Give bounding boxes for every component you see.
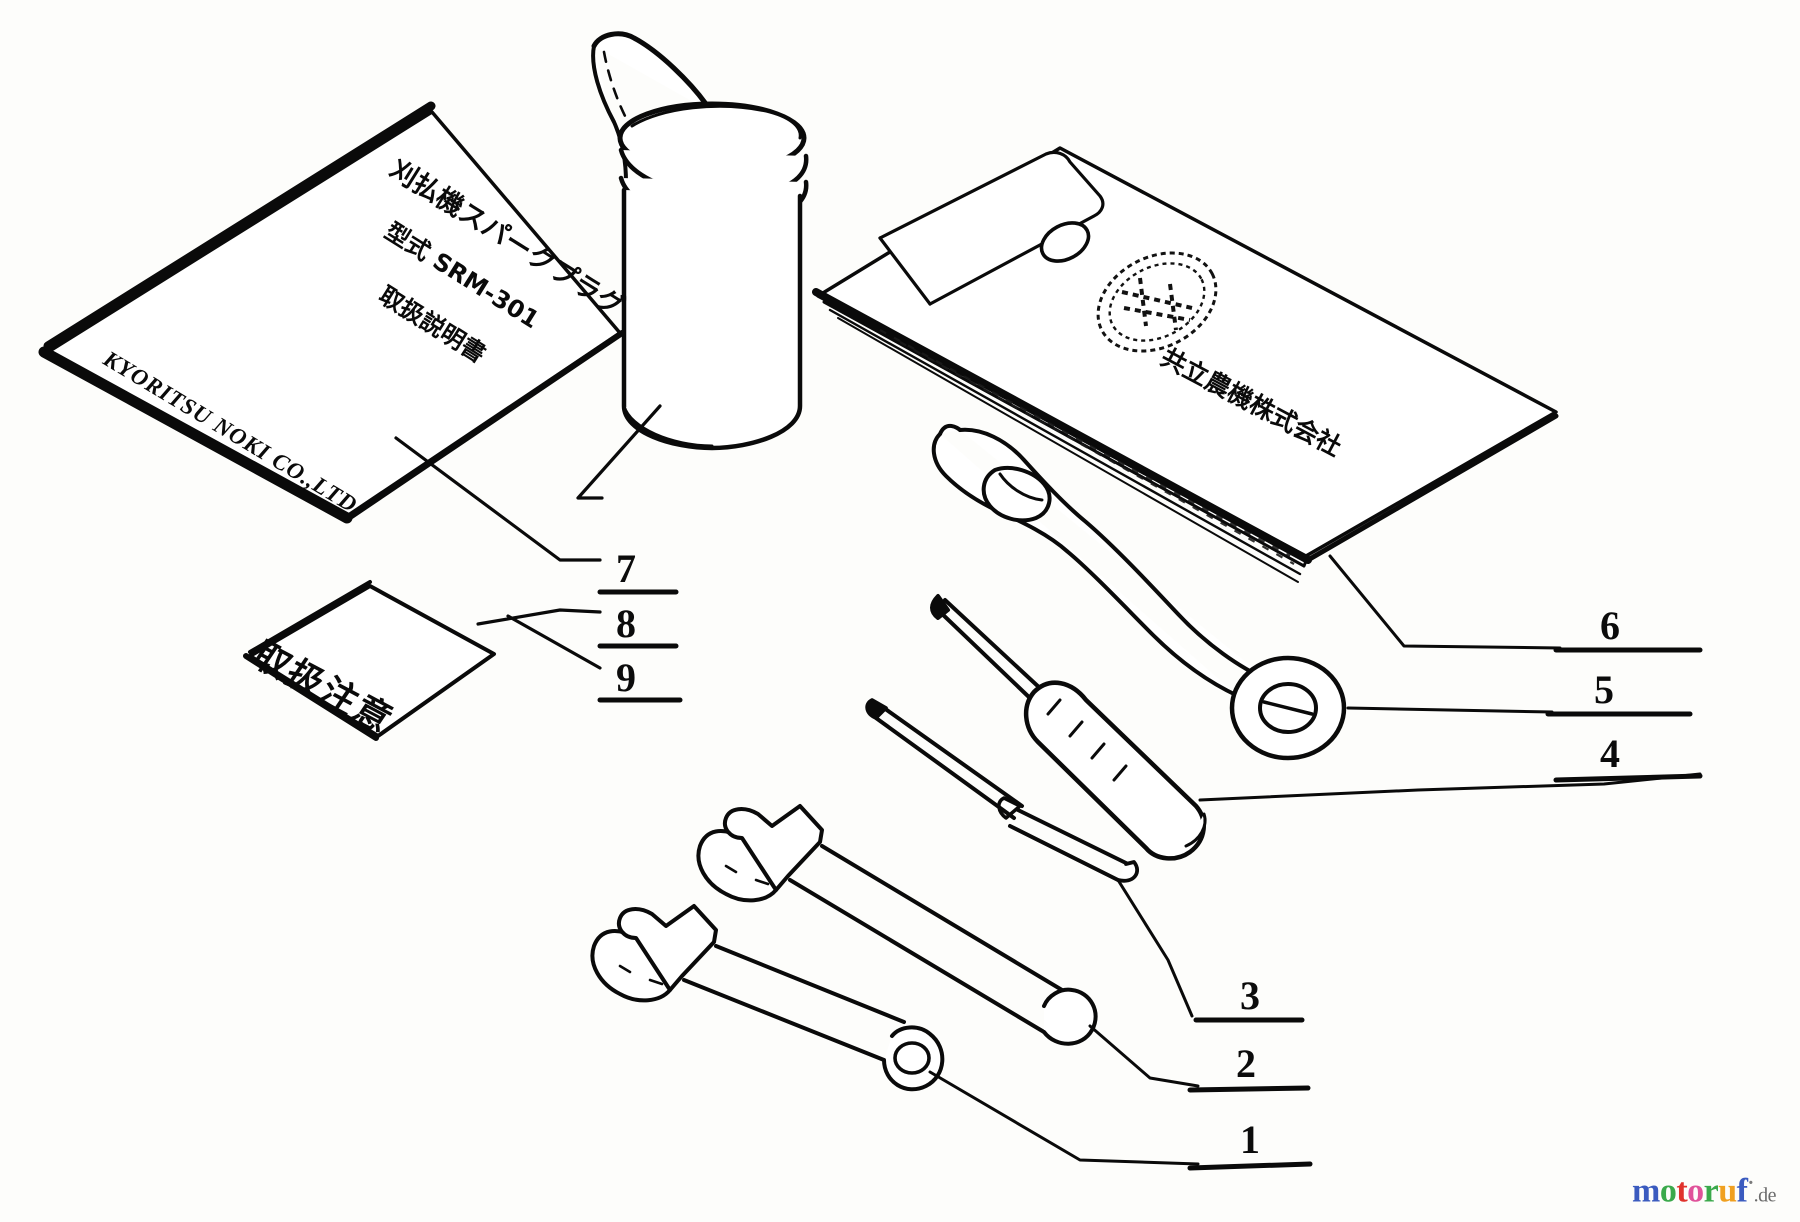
oil-mixing-container <box>591 31 809 451</box>
watermark-letter-u: u <box>1718 1172 1737 1210</box>
instruction-booklet-left <box>38 101 625 524</box>
open-end-wrench-small <box>590 904 945 1092</box>
leader-lines <box>394 404 1702 1166</box>
callout-4[interactable]: 4 <box>1600 731 1621 776</box>
callout-1[interactable]: 1 <box>1240 1117 1261 1162</box>
callout-7[interactable]: 7 <box>616 546 637 591</box>
watermark-letter-o1: o <box>1659 1172 1677 1210</box>
callout-9[interactable]: 9 <box>616 655 637 700</box>
open-end-wrench-large <box>696 804 1098 1046</box>
caution-label-sticker <box>243 580 496 741</box>
manual-binding-marks <box>879 329 1295 565</box>
round-file-bar <box>865 698 1140 883</box>
watermark-tld: .de <box>1753 1184 1777 1207</box>
callout-2[interactable]: 2 <box>1236 1041 1257 1086</box>
stamp-seal-icon <box>1096 251 1218 353</box>
callout-underlines <box>597 589 1703 1171</box>
watermark-letter-f: f <box>1736 1172 1748 1210</box>
watermark-letter-t: t <box>1676 1172 1688 1210</box>
callout-6[interactable]: 6 <box>1600 603 1621 648</box>
callout-3[interactable]: 3 <box>1240 973 1261 1018</box>
callout-8[interactable]: 8 <box>616 601 637 646</box>
callout-5[interactable]: 5 <box>1594 667 1615 712</box>
motoruf-watermark: motoruf·.de <box>1632 1172 1777 1210</box>
watermark-letter-r: r <box>1703 1172 1719 1210</box>
owners-manual-right <box>812 146 1559 583</box>
watermark-letter-o2: o <box>1687 1172 1704 1210</box>
watermark-letter-m: m <box>1632 1172 1660 1210</box>
box-end-plug-wrench <box>931 424 1347 761</box>
screwdriver <box>930 594 1207 861</box>
watermark-dot: · <box>1747 1172 1755 1194</box>
